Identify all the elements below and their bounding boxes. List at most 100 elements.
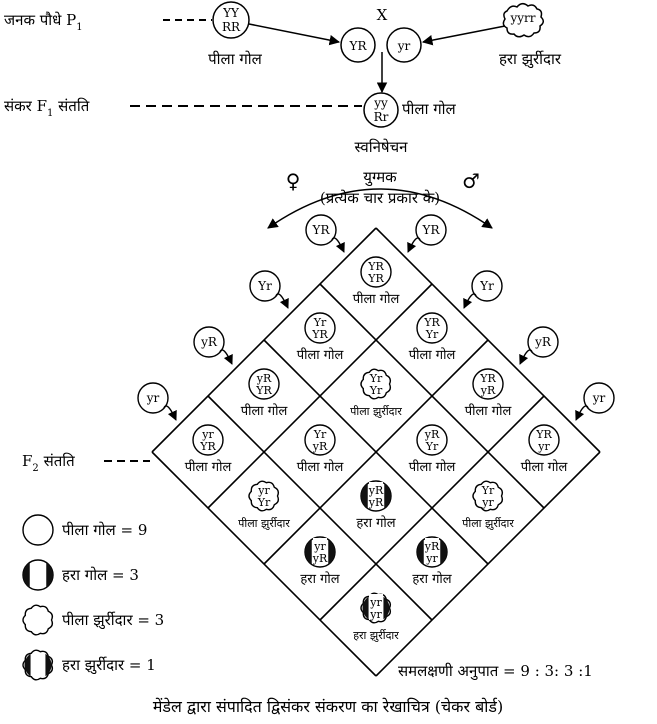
cell-phenotype: पीला झुर्रीदार bbox=[462, 517, 514, 530]
cell-genotype-bottom: Yr bbox=[425, 440, 439, 453]
arrow-yellow-to-gamete bbox=[249, 24, 339, 42]
male-symbol: ♂ bbox=[462, 169, 480, 193]
cell-phenotype: हरा गोल bbox=[356, 515, 395, 531]
punnett-cell: yryRहरा गोल bbox=[300, 537, 339, 587]
gamete-yellow-label: YR bbox=[349, 39, 368, 53]
gamete-right-1: Yr bbox=[464, 271, 502, 308]
parent-green-phenotype: हरा झुर्रीदार bbox=[499, 50, 562, 69]
cell-genotype-bottom: Yr bbox=[425, 328, 439, 341]
parent-green-genotype: yyrr bbox=[509, 11, 535, 25]
f1-phenotype: पीला गोल bbox=[402, 100, 457, 118]
f1-genotype-top: yy bbox=[373, 96, 388, 110]
cell-phenotype: हरा झुर्रीदार bbox=[353, 629, 399, 642]
legend-seed-round-green bbox=[23, 560, 53, 590]
legend-seed-round-yellow bbox=[23, 515, 53, 545]
cell-genotype-bottom: YR bbox=[367, 272, 384, 285]
f1-label: संकर F1 संतति bbox=[4, 97, 90, 119]
cell-phenotype: पीला झुर्रीदार bbox=[350, 405, 402, 418]
gamete-right-1-label: Yr bbox=[479, 279, 494, 293]
cell-genotype-bottom: yR bbox=[312, 440, 328, 453]
parent-yellow-genotype-bottom: RR bbox=[222, 20, 241, 34]
gamete-left-1-label: Yr bbox=[257, 279, 272, 293]
cell-genotype-bottom: Yr bbox=[369, 384, 383, 397]
cell-phenotype: पीला गोल bbox=[409, 347, 456, 363]
gamete-left-0-label: YR bbox=[312, 223, 331, 237]
gamete-right-3: yr bbox=[576, 383, 614, 420]
cell-genotype-bottom: yr bbox=[369, 608, 382, 621]
legend-text: हरा झुर्रीदार = 1 bbox=[62, 656, 156, 675]
cell-phenotype: पीला गोल bbox=[521, 459, 568, 475]
gametes-title: युग्मक bbox=[363, 168, 397, 187]
phenotype-legend: पीला गोल = 9 हरा गोल = 3 पीला झुर्रीदार = … bbox=[23, 515, 164, 680]
cell-phenotype: पीला गोल bbox=[297, 459, 344, 475]
punnett-cell: yrYrपीला झुर्रीदार bbox=[238, 481, 290, 530]
parent-yellow-genotype-top: YY bbox=[222, 6, 240, 20]
cell-phenotype: पीला गोल bbox=[409, 459, 456, 475]
legend-item: पीला गोल = 9 bbox=[23, 515, 147, 545]
cell-phenotype: पीला झुर्रीदार bbox=[238, 517, 290, 530]
punnett-cell: yRYRपीला गोल bbox=[241, 369, 288, 419]
figure-caption: मेंडेल द्वारा संपादित द्विसंकर संकरण का … bbox=[153, 697, 503, 716]
cross-symbol: X bbox=[377, 6, 388, 24]
cell-genotype-bottom: yr bbox=[481, 496, 494, 509]
f1-genotype-bottom: Rr bbox=[374, 110, 389, 124]
cell-genotype-bottom: Yr bbox=[257, 496, 271, 509]
f2-label: F2 संतति bbox=[22, 452, 75, 474]
legend-seed-wrinkled-green bbox=[23, 650, 52, 680]
cell-genotype-bottom: YR bbox=[255, 384, 272, 397]
gamete-left-1: Yr bbox=[250, 271, 288, 308]
female-symbol: ♀ bbox=[286, 169, 301, 193]
cell-phenotype: हरा गोल bbox=[412, 571, 451, 587]
punnett-cell: Yryrपीला झुर्रीदार bbox=[462, 481, 514, 530]
cell-phenotype: पीला गोल bbox=[185, 459, 232, 475]
legend-item: पीला झुर्रीदार = 3 bbox=[23, 605, 164, 635]
cell-genotype-bottom: yR bbox=[368, 496, 384, 509]
gamete-right-0: YR bbox=[408, 215, 446, 252]
gamete-right-2-label: yR bbox=[534, 335, 552, 349]
gamete-left-3: yr bbox=[138, 383, 176, 420]
arrow-green-to-gamete bbox=[423, 26, 505, 42]
legend-text: हरा गोल = 3 bbox=[62, 566, 139, 584]
parent-yellow-phenotype: पीला गोल bbox=[208, 50, 263, 68]
cell-phenotype: पीला गोल bbox=[465, 403, 512, 419]
gamete-left-2: yR bbox=[194, 327, 232, 364]
gamete-right-3-label: yr bbox=[592, 391, 606, 405]
cell-genotype-bottom: YR bbox=[199, 440, 216, 453]
gametes-subtitle: (प्रत्येक चार प्रकार के) bbox=[320, 189, 440, 207]
p1-label: जनक पौधे P1 bbox=[4, 11, 83, 33]
punnett-grid: YRYRपीला गोलYRYrपीला गोलYRyRपीला गोलYRyr… bbox=[152, 228, 600, 676]
gamete-right-2: yR bbox=[520, 327, 558, 364]
legend-text: पीला झुर्रीदार = 3 bbox=[62, 611, 164, 630]
cell-genotype-bottom: yr bbox=[425, 552, 438, 565]
cell-genotype-bottom: yr bbox=[537, 440, 550, 453]
legend-item: हरा गोल = 3 bbox=[23, 560, 139, 590]
cell-phenotype: पीला गोल bbox=[241, 403, 288, 419]
gamete-left-3-label: yr bbox=[146, 391, 160, 405]
gamete-right-0-label: YR bbox=[422, 223, 441, 237]
cell-genotype-bottom: YR bbox=[311, 328, 328, 341]
cell-phenotype: पीला गोल bbox=[353, 291, 400, 307]
gamete-left-0: YR bbox=[306, 215, 344, 252]
cell-genotype-bottom: yR bbox=[480, 384, 496, 397]
gamete-green-label: yr bbox=[397, 39, 411, 53]
gamete-left-2-label: yR bbox=[200, 335, 218, 349]
cell-phenotype: हरा गोल bbox=[300, 571, 339, 587]
cell-phenotype: पीला गोल bbox=[297, 347, 344, 363]
legend-item: हरा झुर्रीदार = 1 bbox=[23, 650, 156, 680]
cell-genotype-bottom: yR bbox=[312, 552, 328, 565]
legend-text: पीला गोल = 9 bbox=[62, 521, 147, 539]
legend-seed-wrinkled-yellow bbox=[23, 605, 52, 635]
